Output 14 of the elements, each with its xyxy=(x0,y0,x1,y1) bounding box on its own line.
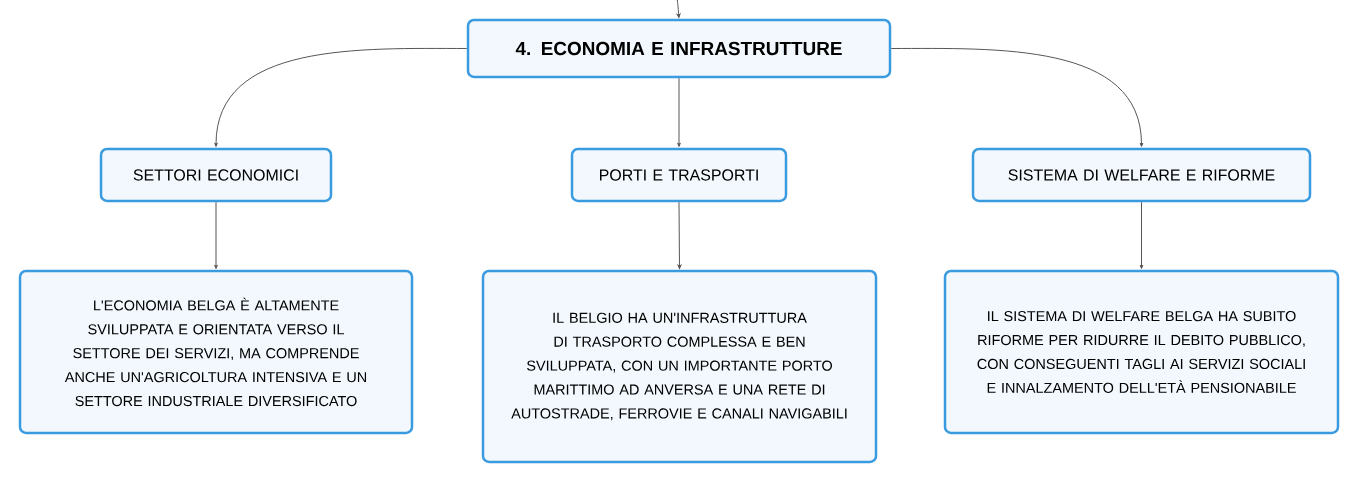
description-box: IL BELGIO HA UN'INFRASTRUTTURA DI TRASPORTO COMPLESSA E BEN SVILUPPATA, CON UN IMPORTANTE PORTO MARITTIMO AD ANVERSA E UNA RETE DI AUTOSTRADE, FERROVIE E CANALI NAVIGABILI xyxy=(481,269,878,464)
topic-box: PORTI E TRASPORTI xyxy=(570,147,788,203)
description-box: IL SISTEMA DI WELFARE BELGA HA SUBITO RIFORME PER RIDURRE IL DEBITO PUBBLICO, CON CONSEGUENTI TAGLI AI SERVIZI SOCIALI E INNALZAMENTO DELL'ETÀ PENSIONABILE xyxy=(943,269,1340,435)
arrow xyxy=(677,201,682,269)
arrow xyxy=(890,47,1144,147)
arrow xyxy=(675,0,681,18)
arrow xyxy=(1139,201,1144,269)
topic-box: SETTORI ECONOMICI xyxy=(99,147,333,203)
arrow xyxy=(214,201,218,269)
description-box: L'ECONOMIA BELGA È ALTAMENTE SVILUPPATA E ORIENTATA VERSO IL SETTORE DEI SERVIZI, MA COMPRENDE ANCHE UN'AGRICOLTURA INTENSIVA E UN SETTORE INDUSTRIALE DIVERSIFICATO xyxy=(18,269,414,435)
arrow xyxy=(677,77,681,147)
arrow xyxy=(214,47,468,147)
title-box: 4. ECONOMIA E INFRASTRUTTURE xyxy=(466,18,892,79)
topic-box: SISTEMA DI WELFARE E RIFORME xyxy=(971,147,1312,203)
